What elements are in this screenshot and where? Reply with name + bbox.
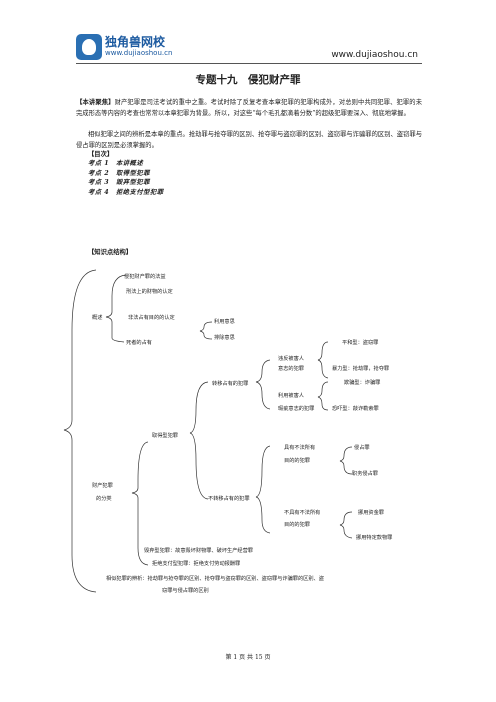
using-will-brace (317, 381, 329, 411)
logo-url: www.dujiaoshou.cn (105, 49, 173, 57)
tree-node-root-classification: 的分类 (96, 496, 112, 502)
site-logo[interactable]: 独角兽网校 www.dujiaoshou.cn (76, 32, 188, 62)
toc-heading: 【目次】 (88, 151, 114, 158)
focus-paragraph: 【本讲聚焦】财产犯罪是司法考试的重中之重。考试时除了反复考查本章犯罪的犯罪构成外… (76, 98, 422, 120)
toc-item[interactable]: 考点 4 拒绝支付型犯罪 (88, 188, 164, 196)
tree-node: 非法占有目的的认定 (128, 315, 175, 321)
table-of-contents: 【目次】 考点 1 本讲概述 考点 2 取得型犯罪 考点 3 毁弃型犯罪 考点 … (76, 150, 164, 197)
tree-node: 瑕疵意志的犯罪 (278, 406, 315, 412)
tree-node: 毁弃型犯罪：故意毁坏财物罪、破坏生产经营罪 (144, 548, 253, 554)
intent-brace (199, 321, 213, 340)
tree-node: 目的的犯罪 (284, 458, 310, 464)
transfer-brace (255, 359, 271, 410)
tree-node: 职务侵占罪 (352, 471, 378, 477)
tree-node-root-classification: 财产犯罪 (92, 483, 113, 489)
tree-node: 取得型犯罪 (152, 433, 178, 439)
tree-node: 具有不法所有 (284, 445, 316, 451)
tree-node: 转移占有的犯罪 (212, 381, 249, 387)
tree-node: 拒绝支付型犯罪：拒绝支付劳动报酬罪 (152, 561, 241, 567)
tree-node: 挪用资金罪 (358, 510, 384, 516)
non-transfer-brace (255, 445, 271, 534)
tree-node: 侵占罪 (354, 445, 370, 451)
tree-node: 不具有不法所有 (284, 510, 321, 516)
focus-label: 【本讲聚焦】 (76, 99, 115, 106)
tree-node-root-overview: 概述 (92, 315, 103, 321)
intro-paragraph-2: 相似犯罪之间的辨析是本章的重点。抢劫罪与抢夺罪的区别、抢夺罪与盗窃罪的区别、盗窃… (76, 131, 422, 149)
with-owner-brace (339, 446, 353, 475)
page-title: 专题十九 侵犯财产罪 (195, 74, 301, 86)
toc-item[interactable]: 考点 3 毁弃型犯罪 (88, 179, 150, 187)
tree-node: 窃罪与侵占罪的区别 (162, 588, 209, 594)
overview-brace (105, 274, 127, 343)
tree-node: 平和型：盗窃罪 (342, 340, 379, 346)
focus-text: 财产犯罪是司法考试的重中之重。考试时除了反复考查本章犯罪的犯罪构成外，对总则中共… (76, 99, 423, 117)
against-will-brace (317, 341, 329, 379)
tree-node: 恐吓型：敲诈勒索罪 (332, 406, 379, 412)
tree-node: 暴力型：抢劫罪，抢夺罪 (332, 366, 390, 372)
toc-item[interactable]: 考点 1 本讲概述 (88, 160, 144, 168)
toc-item[interactable]: 考点 2 取得型犯罪 (88, 169, 150, 177)
header-site-url[interactable]: www.dujiaoshou.cn (331, 50, 418, 60)
unicorn-logo-icon (76, 34, 102, 60)
tree-node: 侵犯财产罪的法益 (124, 274, 166, 280)
tree-node: 相似犯罪的辨析：抢劫罪与抢夺罪的区别、抢夺罪与盗窃罪的区别、盗窃罪与诈骗罪的区别… (106, 576, 324, 582)
tree-node: 挪用特定款物罪 (356, 535, 393, 541)
tree-node: 利用意思 (214, 319, 235, 325)
tree-node: 排除意思 (214, 335, 235, 341)
tree-node: 目的的犯罪 (284, 522, 310, 528)
without-owner-brace (339, 511, 353, 539)
tree-node: 欺骗型：诈骗罪 (344, 380, 381, 386)
page-number: 第 1 页 共 15 页 (225, 654, 271, 661)
root-brace (63, 269, 97, 593)
tree-node: 意志的犯罪 (278, 366, 304, 372)
tree-node: 刑法上的财物的认定 (126, 289, 173, 295)
tree-node: 死者的占有 (126, 340, 152, 346)
structure-heading: 【知识点结构】 (88, 249, 133, 256)
tree-node: 利用被害人 (278, 393, 304, 399)
header-divider (76, 63, 422, 64)
logo-name: 独角兽网校 (105, 35, 166, 49)
classification-brace (131, 441, 149, 566)
tree-node: 违反被害人 (278, 356, 304, 362)
tree-node: 不转移占有的犯罪 (208, 496, 250, 502)
acquire-brace (189, 381, 209, 500)
